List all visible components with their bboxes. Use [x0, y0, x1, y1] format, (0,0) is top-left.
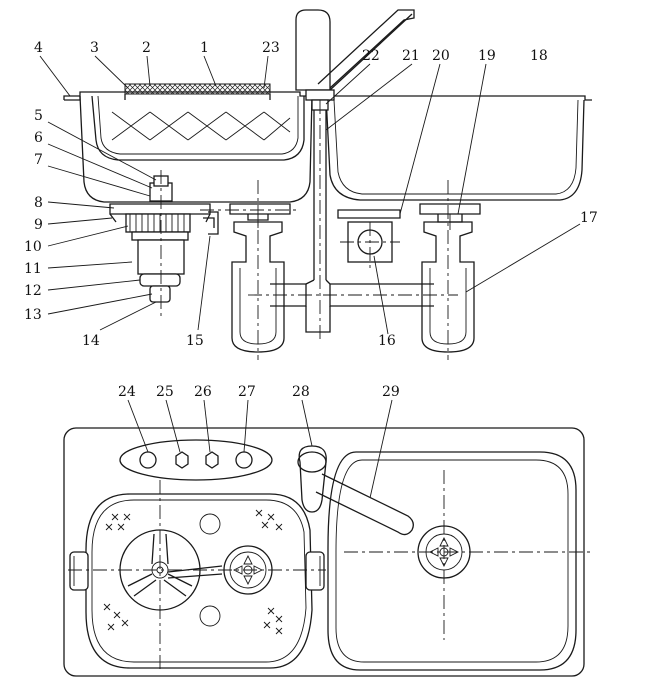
callout-13: 13 — [24, 307, 42, 323]
callout-6: 6 — [34, 130, 43, 146]
countertop-outline — [63, 427, 585, 677]
button-27 — [235, 451, 253, 469]
callout-3: 3 — [90, 40, 99, 56]
callout-27: 27 — [238, 384, 256, 400]
left-trap — [231, 180, 285, 360]
callout-9: 9 — [34, 217, 43, 233]
callout-10: 10 — [24, 239, 42, 255]
callout-28: 28 — [292, 384, 310, 400]
mesh-frame — [124, 94, 271, 100]
filter-mesh-cover — [124, 83, 271, 95]
callout-19: 19 — [478, 48, 496, 64]
callout-23: 23 — [262, 40, 280, 56]
right-bowl-inner — [333, 99, 579, 195]
button-26 — [205, 451, 219, 469]
leader-lines — [39, 55, 581, 499]
callout-5: 5 — [34, 108, 43, 124]
right-strainer — [419, 203, 481, 230]
right-basin-plan — [327, 451, 592, 671]
callout-21: 21 — [402, 48, 420, 64]
connecting-pipe — [248, 279, 458, 333]
callout-2: 2 — [142, 40, 151, 56]
button-24 — [139, 451, 157, 469]
right-trap — [421, 180, 475, 360]
button-25 — [175, 451, 189, 469]
left-basin-plan — [68, 480, 326, 672]
callout-22: 22 — [362, 48, 380, 64]
callout-1: 1 — [200, 40, 209, 56]
callout-labels: 1 2 3 4 5 6 7 8 9 10 11 12 13 14 15 16 1… — [24, 40, 598, 400]
faucet-plan — [297, 445, 414, 536]
callout-24: 24 — [118, 384, 136, 400]
right-bowl — [325, 95, 585, 201]
section-view — [63, 9, 592, 360]
callout-25: 25 — [156, 384, 174, 400]
callout-29: 29 — [382, 384, 400, 400]
left-strainer — [229, 203, 291, 228]
plan-view — [63, 427, 592, 677]
callout-17: 17 — [580, 210, 598, 226]
control-panel — [119, 439, 273, 481]
callout-7: 7 — [34, 152, 43, 168]
basket-hatch — [111, 111, 291, 141]
callout-15: 15 — [186, 333, 204, 349]
left-bowl — [79, 95, 313, 203]
callout-14: 14 — [82, 333, 100, 349]
callout-11: 11 — [24, 261, 42, 277]
faucet — [295, 9, 415, 340]
basket-inner-wall — [97, 95, 299, 155]
callout-26: 26 — [194, 384, 212, 400]
removable-basket — [91, 95, 305, 161]
callout-4: 4 — [34, 40, 43, 56]
callout-16: 16 — [378, 333, 396, 349]
overflow-box — [337, 209, 401, 268]
callout-20: 20 — [432, 48, 450, 64]
callout-18: 18 — [530, 48, 548, 64]
callout-12: 12 — [24, 283, 42, 299]
callout-8: 8 — [34, 195, 43, 211]
